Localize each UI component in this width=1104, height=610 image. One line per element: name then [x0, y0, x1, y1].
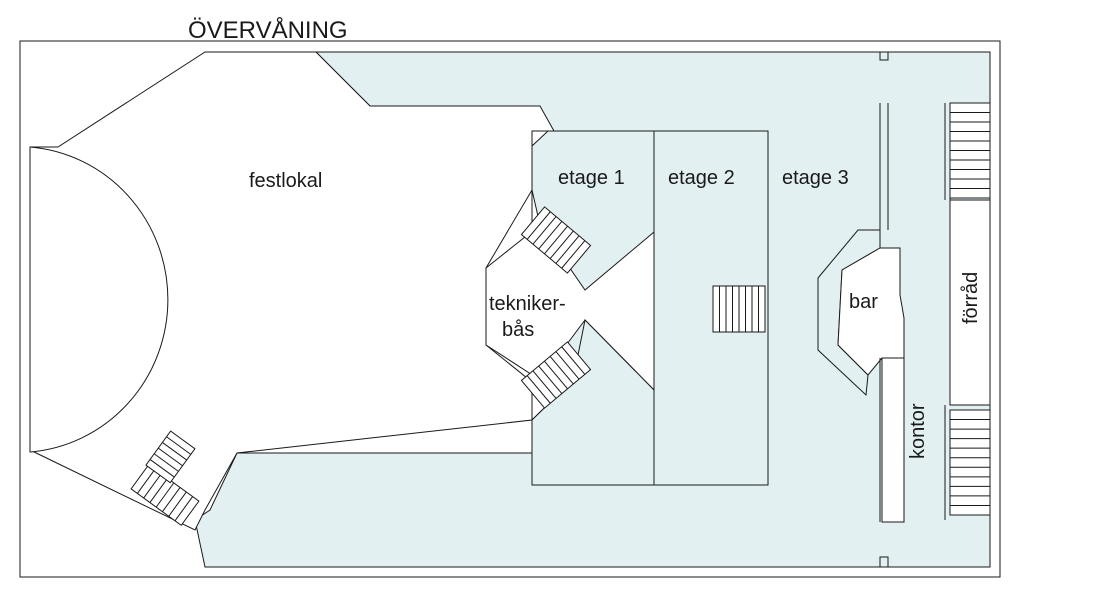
plan-title: ÖVERVÅNING	[188, 16, 348, 44]
label-bar: bar	[849, 291, 878, 313]
kontor-room	[881, 357, 905, 523]
label-tekniker-2: bås	[502, 319, 534, 341]
label-festlokal: festlokal	[249, 170, 322, 192]
stair-top-right	[949, 102, 991, 199]
stair-bottom-left	[130, 430, 200, 527]
forrad-room	[949, 199, 991, 406]
label-etage-2: etage 2	[668, 167, 735, 189]
stair-tekniker-lower	[520, 341, 592, 409]
label-etage-3: etage 3	[782, 167, 849, 189]
stair-etage2	[712, 285, 766, 333]
festlokal-floor	[29, 51, 555, 531]
door-gap-top	[879, 52, 889, 61]
label-tekniker-1: tekniker-	[489, 293, 566, 315]
stair-tekniker-upper	[520, 206, 592, 274]
label-etage-1: etage 1	[558, 167, 625, 189]
bar-inner	[837, 247, 905, 376]
label-kontor: kontor	[907, 403, 929, 459]
stage-curve	[29, 146, 169, 453]
door-gap-bottom	[879, 556, 889, 567]
stair-bottom-right	[949, 409, 991, 516]
building-outline	[19, 40, 1001, 578]
label-forrad: förråd	[960, 272, 982, 324]
